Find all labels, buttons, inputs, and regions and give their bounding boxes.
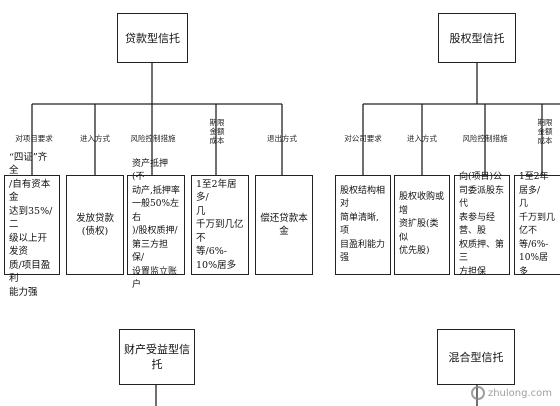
left-leaf-box: 1至2年居多/ 几 千万到几亿不 等/6%- 10%居多 xyxy=(191,175,249,275)
left-leaf-box: 资产抵押(不 动产,抵押率 一般50%左右 )/股权质押/ 第三方担保/ 设置监… xyxy=(127,159,185,290)
watermark-logo-icon xyxy=(470,386,485,400)
left-leaf-box: 偿还贷款本金 xyxy=(255,175,313,275)
right-leaf-box: 股权收购或增 资扩股(类似 优先股) xyxy=(394,175,450,275)
watermark: zhulong.com xyxy=(470,386,552,400)
equity-trust-title-box: 股权型信托 xyxy=(438,13,516,63)
left-category-label: 进入方式 xyxy=(80,134,110,143)
left-category-label: 期限 金额 成本 xyxy=(209,118,225,145)
watermark-text: zhulong.com xyxy=(487,388,552,399)
loan-trust-title-box: 贷款型信托 xyxy=(117,13,188,63)
right-leaf-box: 股权结构相对 简单清晰,项 目盈利能力强 xyxy=(335,175,391,275)
left-leaf-box: 发放贷款 (债权) xyxy=(66,175,124,275)
right-category-label: 对公司要求 xyxy=(344,134,382,143)
property-beneficial-trust-title-box: 财产受益型信托 xyxy=(119,329,195,385)
right-category-label: 风险控制措施 xyxy=(462,134,508,143)
right-category-label: 期限 金额 成本 xyxy=(537,118,553,145)
right-category-label: 进入方式 xyxy=(407,134,437,143)
mixed-trust-title-box: 混合型信托 xyxy=(437,329,515,385)
right-leaf-box: 向(项目)公 司委派股东代 表参与经营、股 权质押、第三 方担保 xyxy=(454,172,510,277)
left-leaf-box: “四证”齐全 /自有资本金 达到35%/二 级以上开发资 质/项目盈利 能力强 xyxy=(4,152,60,298)
left-category-label: 退出方式 xyxy=(267,134,297,143)
right-leaf-box: 1至2年居多/ 几 千万到几亿不 等/6%- 10%居多 xyxy=(514,172,560,277)
left-category-label: 对项目要求 xyxy=(15,134,53,143)
left-category-label: 风险控制措施 xyxy=(130,134,176,143)
